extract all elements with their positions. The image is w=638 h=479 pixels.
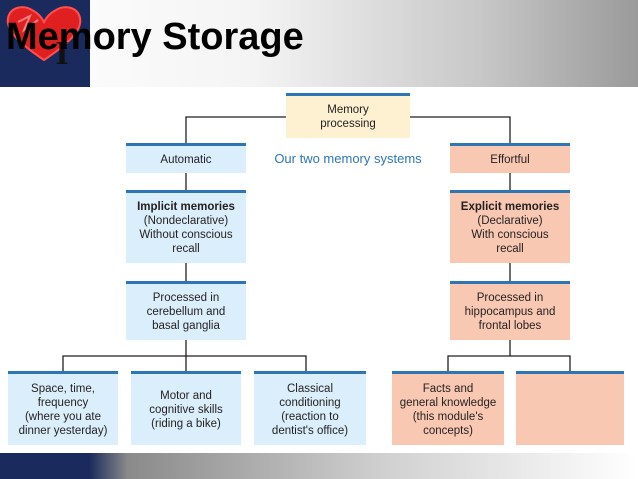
connector-eff-branch (447, 355, 571, 371)
memory-systems-label: Our two memory systems (274, 151, 422, 166)
logo: I (0, 0, 90, 87)
effortful-label: Effortful (490, 153, 530, 166)
processed-cerebellum-label: Processed in cerebellum and basal gangli… (146, 292, 226, 332)
processed-cerebellum-box: Processed in cerebellum and basal gangli… (126, 281, 246, 340)
space-time-frequency-box: Space, time, frequency (where you ate di… (8, 371, 118, 445)
slide-title: Memory Storage (6, 16, 304, 58)
connector-root-effortful (410, 116, 511, 143)
implicit-memories-title: Implicit memories (137, 201, 235, 213)
heart-icon (6, 6, 82, 62)
automatic-box: Automatic (126, 143, 246, 173)
implicit-memories-desc: (Nondeclarative) Without conscious recal… (139, 215, 233, 255)
automatic-label: Automatic (160, 153, 212, 166)
space-time-frequency-label: Space, time, frequency (where you ate di… (18, 382, 108, 437)
processed-hippocampus-box: Processed in hippocampus and frontal lob… (450, 281, 570, 340)
logo-letter: I (55, 35, 69, 72)
connector-auto-branch (62, 355, 307, 371)
memory-processing-box: Memory processing (286, 93, 410, 138)
slide-footer (0, 453, 638, 479)
explicit-memories-box: Explicit memories (Declarative) With con… (450, 190, 570, 263)
classical-conditioning-label: Classical conditioning (reaction to dent… (271, 382, 349, 437)
implicit-memories-box: Implicit memories (Nondeclarative) Witho… (126, 190, 246, 263)
processed-hippocampus-label: Processed in hippocampus and frontal lob… (464, 292, 556, 332)
empty-effortful-box (516, 371, 624, 445)
memory-processing-label: Memory processing (320, 104, 376, 130)
facts-knowledge-box: Facts and general knowledge (this module… (392, 371, 504, 445)
effortful-box: Effortful (450, 143, 570, 173)
connector-root-automatic (185, 116, 286, 143)
motor-skills-box: Motor and cognitive skills (riding a bik… (131, 371, 241, 445)
facts-knowledge-label: Facts and general knowledge (this module… (399, 382, 497, 437)
slide-header (0, 0, 638, 87)
explicit-memories-desc: (Declarative) With conscious recall (471, 215, 549, 255)
motor-skills-label: Motor and cognitive skills (riding a bik… (149, 389, 223, 430)
explicit-memories-title: Explicit memories (460, 201, 560, 213)
classical-conditioning-box: Classical conditioning (reaction to dent… (254, 371, 366, 445)
